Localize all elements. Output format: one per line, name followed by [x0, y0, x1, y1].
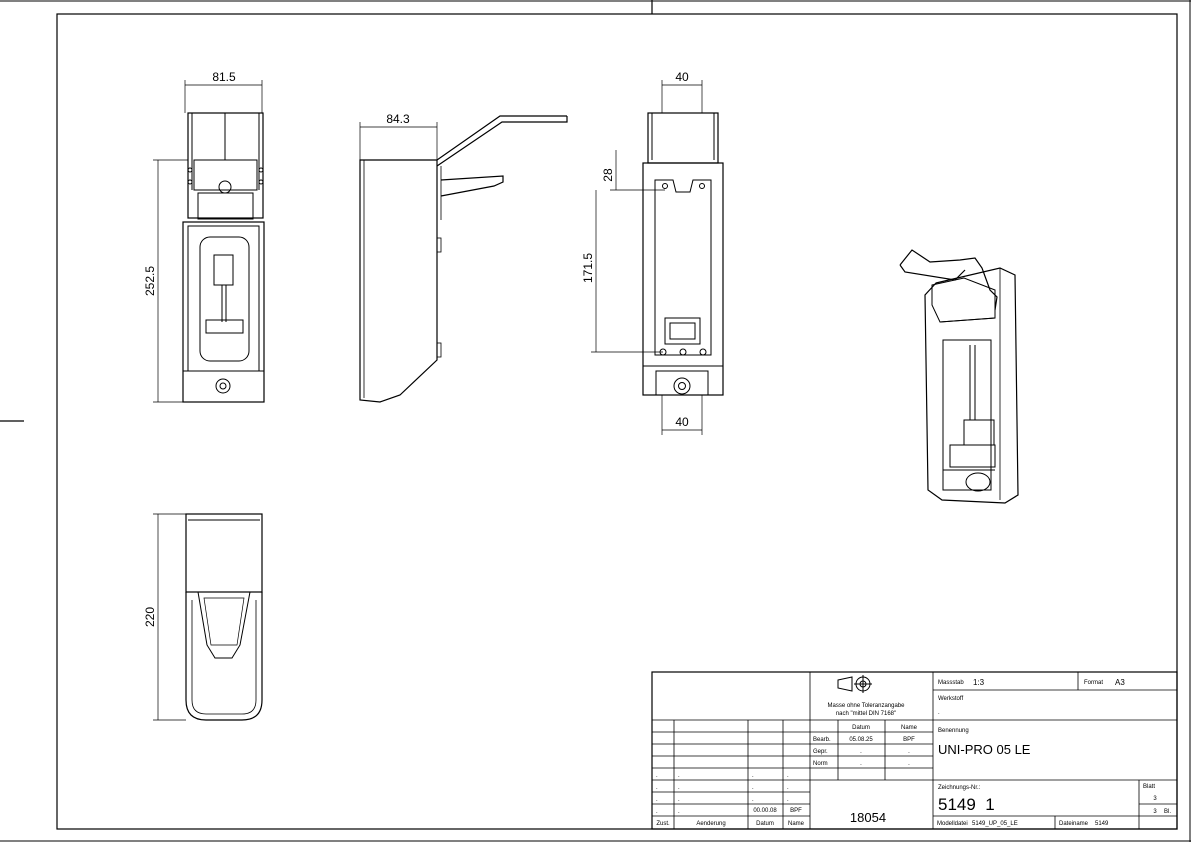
title-block	[651, 671, 1178, 830]
svg-text:.: .	[656, 809, 658, 815]
row-date-gepr: .	[860, 749, 862, 755]
svg-text:.: .	[678, 773, 680, 779]
svg-text:.: .	[678, 809, 680, 815]
row-label-gepr: Gepr.	[813, 749, 828, 755]
front-view	[182, 112, 265, 403]
front-dimensions	[153, 80, 263, 403]
row-label-bearb: Bearb.	[813, 737, 831, 743]
revision-dots: . . . . . . . . . . . . . .	[656, 773, 789, 815]
scale-label: Massstab	[938, 680, 964, 686]
svg-text:.: .	[656, 785, 658, 791]
title-label: Benennung	[938, 728, 969, 734]
dim-hole-offset: 28	[601, 168, 615, 182]
tolerance-note-line1: Masse ohne Toleranzangabe	[828, 703, 906, 709]
row-date-bearb: 05.08.25	[849, 737, 873, 743]
dim-height-front: 252.5	[143, 266, 157, 296]
sheet-total: 3	[1153, 809, 1157, 815]
svg-text:.: .	[656, 797, 658, 803]
material-value: .	[938, 710, 940, 716]
dim-width-back-bottom: 40	[675, 415, 689, 429]
row-name-norm: .	[908, 761, 910, 767]
bottom-view	[185, 513, 263, 721]
drawing-no-value: 5149 1	[938, 795, 995, 814]
sheet-value: 3	[1153, 796, 1157, 802]
dim-width-side: 84.3	[386, 112, 410, 126]
svg-text:.: .	[787, 773, 789, 779]
dim-width-front: 81.5	[212, 70, 236, 84]
format-label: Format	[1084, 680, 1103, 686]
svg-text:.: .	[787, 797, 789, 803]
bottom-dimensions	[153, 513, 186, 721]
revision-last-date: 00.00.08	[753, 808, 777, 814]
projection-symbol-icon	[837, 675, 872, 693]
model-file-value: 5149_UP_05_LE	[972, 821, 1018, 827]
revision-header-date: Datum	[756, 821, 774, 827]
back-view	[642, 112, 724, 396]
scale-value: 1:3	[973, 678, 985, 687]
side-dimensions	[359, 122, 438, 160]
revision-header-change: Aenderung	[696, 821, 725, 827]
svg-text:.: .	[752, 797, 754, 803]
material-label: Werkstoff	[938, 696, 963, 702]
dim-width-back-top: 40	[675, 70, 689, 84]
row-name-gepr: .	[908, 749, 910, 755]
revision-header-name: Name	[788, 821, 805, 827]
format-value: A3	[1115, 678, 1125, 687]
svg-text:.: .	[787, 785, 789, 791]
svg-text:.: .	[752, 785, 754, 791]
tolerance-note-line2: nach "mittel DIN 7168"	[836, 711, 896, 717]
id-number: 18054	[850, 810, 886, 825]
title-value: UNI-PRO 05 LE	[938, 742, 1031, 757]
file-name-label: Dateiname	[1059, 821, 1089, 827]
side-view	[359, 115, 568, 403]
back-dimensions	[591, 80, 703, 435]
row-date-norm: .	[860, 761, 862, 767]
svg-text:.: .	[752, 773, 754, 779]
row-name-bearb: BPF	[903, 737, 915, 743]
svg-text:.: .	[678, 797, 680, 803]
dim-hole-spacing: 171.5	[581, 253, 595, 283]
row-label-norm: Norm	[813, 761, 828, 767]
sheet-total-unit: Bl.	[1164, 809, 1171, 815]
isometric-view	[899, 249, 1019, 504]
revision-last-name: BPF	[790, 808, 802, 814]
revision-header-zust: Zust.	[656, 821, 670, 827]
svg-text:.: .	[656, 773, 658, 779]
name-header: Name	[901, 725, 918, 731]
date-header: Datum	[852, 725, 870, 731]
dim-height-bottom-view: 220	[143, 607, 157, 627]
sheet-label: Blatt	[1143, 784, 1155, 790]
file-name-value: 5149	[1095, 821, 1109, 827]
drawing-no-label: Zeichnungs-Nr.:	[938, 785, 981, 791]
svg-text:.: .	[678, 785, 680, 791]
model-file-label: Modelldatei	[937, 821, 968, 827]
